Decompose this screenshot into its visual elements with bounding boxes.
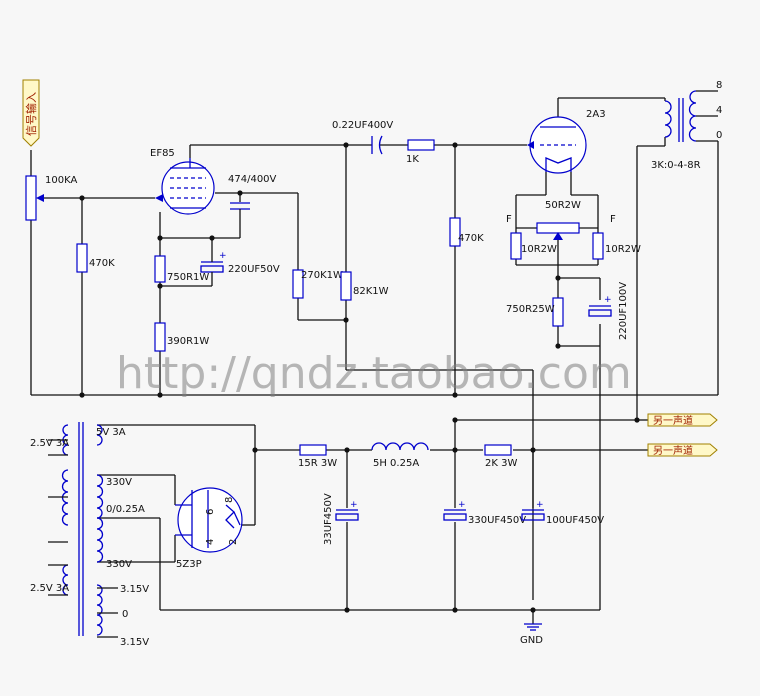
pt-330v-bot: 330V — [106, 559, 132, 570]
ef85-label: EF85 — [150, 148, 175, 159]
cap220uf50v-label: 220UF50V — [228, 264, 280, 275]
port-other-channel-bottom: 另一声道 — [647, 443, 718, 457]
ground-symbol: GND — [520, 623, 543, 646]
r270k1w-label: 270K1W — [301, 270, 343, 281]
pt-315-top: 3.15V — [120, 584, 149, 595]
resistor-470k-grid: 470K — [449, 217, 484, 247]
r750r25w-label: 750R25W — [506, 304, 555, 315]
choke-label: 5H 0.25A — [373, 458, 419, 469]
resistor-750r25w: 750R25W — [506, 297, 564, 327]
r750r1w-label: 750R1W — [167, 272, 209, 283]
r390r1w-label: 390R1W — [167, 336, 209, 347]
port-top-label: 另一声道 — [653, 414, 693, 427]
pt-0: 0 — [122, 609, 128, 620]
capacitor-220uf50v: + 220UF50V — [200, 251, 280, 279]
signal-input-port: 信号输入 — [22, 79, 40, 147]
gnd-label: GND — [520, 635, 543, 646]
pin-6: 6 — [205, 509, 216, 515]
ot-tap-4: 4 — [716, 105, 722, 116]
cap474-label: 474/400V — [228, 174, 277, 185]
resistor-10r2w-right: 10R2W — [592, 232, 641, 260]
svg-text:+: + — [219, 251, 227, 261]
port-other-channel-top: 另一声道 — [647, 413, 718, 427]
cap022-label: 0.22UF400V — [332, 120, 393, 131]
resistor-82k1w: 82K1W — [340, 271, 389, 301]
pin-4: 4 — [205, 539, 216, 545]
resistor-15r3w: 15R 3W — [298, 444, 337, 469]
tube-5z3p: 5Z3P 8 6 4 2 — [175, 487, 243, 570]
svg-text:+: + — [536, 500, 544, 510]
svg-text:+: + — [458, 500, 466, 510]
pin-2: 2 — [228, 539, 239, 545]
r2k3w-label: 2K 3W — [485, 458, 517, 469]
cap33uf-label: 33UF450V — [323, 493, 334, 545]
r10r2w-right-label: 10R2W — [605, 244, 641, 255]
potentiometer-100ka: 100KA — [25, 175, 77, 221]
pin-8: 8 — [224, 497, 235, 503]
wires — [30, 90, 719, 624]
svg-text:+: + — [604, 295, 612, 305]
ot-label: 3K:0-4-8R — [651, 160, 701, 171]
signal-input-label: 信号输入 — [24, 92, 38, 136]
pot-label: 100KA — [45, 175, 77, 186]
choke-5h: 5H 0.25A — [371, 442, 429, 469]
cap330uf-label: 330UF450V — [468, 515, 526, 526]
port-bot-label: 另一声道 — [653, 444, 693, 457]
r470k-grid-label: 470K — [458, 233, 484, 244]
resistor-470k-input: 470K — [76, 243, 115, 273]
r15r3w-label: 15R 3W — [298, 458, 337, 469]
r1k-label: 1K — [406, 154, 419, 165]
r82k1w-label: 82K1W — [353, 286, 389, 297]
power-transformer: 2.5V 3A 5V 3A 330V 0/0.25A 330V 2.5V 3A … — [30, 422, 149, 648]
5z3p-label: 5Z3P — [176, 559, 202, 570]
resistor-270k1w: 270K1W — [292, 269, 343, 299]
ot-tap-8: 8 — [716, 80, 722, 91]
f-left-label: F — [506, 214, 512, 225]
cap220uf100v-label: 220UF100V — [618, 282, 629, 340]
r470k-in-label: 470K — [89, 258, 115, 269]
pt-315-bot: 3.15V — [120, 637, 149, 648]
cap100uf-label: 100UF450V — [546, 515, 604, 526]
resistor-390r1w: 390R1W — [154, 322, 209, 352]
pt-25v-bot: 2.5V 3A — [30, 583, 69, 594]
capacitor-022uf: 0.22UF400V — [332, 120, 393, 155]
resistor-10r2w-left: 10R2W — [510, 232, 557, 260]
watermark-text: http://qndz.taobao.com — [116, 348, 632, 399]
pt-330v-top: 330V — [106, 477, 132, 488]
junctions — [79, 142, 640, 613]
r50r2w-label: 50R2W — [545, 200, 581, 211]
svg-text:+: + — [350, 500, 358, 510]
resistor-2k3w: 2K 3W — [484, 444, 517, 469]
capacitor-100uf: + 100UF450V — [521, 500, 604, 526]
pt-ct: 0/0.25A — [106, 504, 145, 515]
pt-25v-top: 2.5V 3A — [30, 438, 69, 449]
tube-ef85: EF85 — [150, 148, 215, 215]
tube-2a3: 2A3 — [527, 109, 606, 174]
resistor-750r1w: 750R1W — [154, 255, 209, 283]
resistor-1k: 1K — [406, 139, 435, 165]
capacitor-330uf: + 330UF450V — [443, 500, 526, 526]
output-transformer: 8 4 0 3K:0-4-8R — [651, 80, 722, 171]
ot-tap-0: 0 — [716, 130, 722, 141]
pt-5v: 5V 3A — [96, 427, 126, 438]
capacitor-220uf100v: + 220UF100V — [588, 282, 629, 340]
capacitor-474: 474/400V — [228, 174, 277, 226]
pot-50r2w: 50R2W F F — [506, 200, 616, 240]
2a3-label: 2A3 — [586, 109, 606, 120]
capacitor-33uf: + 33UF450V — [323, 493, 359, 545]
r10r2w-left-label: 10R2W — [521, 244, 557, 255]
f-right-label: F — [610, 214, 616, 225]
